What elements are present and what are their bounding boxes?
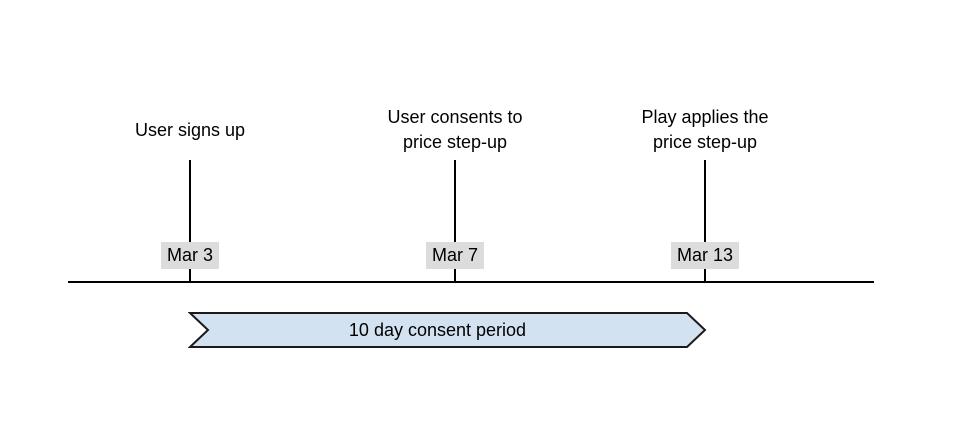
- event-label: Play applies the price step-up: [641, 107, 769, 152]
- consent-period-label: 10 day consent period: [348, 319, 527, 340]
- event-date-badge: Mar 13: [670, 242, 740, 269]
- event-date-badge: Mar 3: [160, 242, 220, 269]
- event-tick-line: [704, 160, 706, 282]
- event-tick-line: [189, 160, 191, 282]
- consent-period-arrow: [188, 312, 707, 348]
- event-tick-line: [454, 160, 456, 282]
- event-label: User signs up: [134, 119, 246, 140]
- consent-period-arrow-shape: [188, 312, 707, 348]
- timeline-axis: [68, 281, 874, 283]
- event-date-badge: Mar 7: [425, 242, 485, 269]
- event-label: User consents to price step-up: [387, 107, 523, 152]
